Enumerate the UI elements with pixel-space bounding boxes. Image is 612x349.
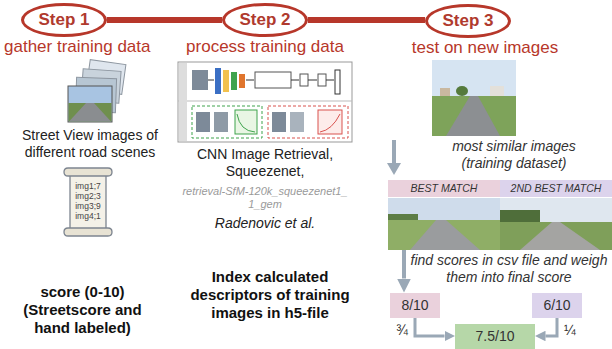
photo-house (440, 88, 450, 96)
node-text: 7.5/10 (476, 328, 515, 344)
photo-ground (69, 103, 112, 122)
node-text: BEST MATCH (411, 182, 478, 194)
conv-layer (239, 74, 245, 88)
loss-plot (235, 110, 257, 134)
descriptor-bar (335, 70, 340, 94)
scroll-roll (64, 228, 112, 236)
text-group: 6/10 (543, 297, 570, 313)
connector (402, 250, 406, 279)
text-label: most similar images (training dataset) (425, 138, 603, 172)
text-label: process training data (178, 37, 352, 57)
cnn-figure (178, 62, 352, 142)
figure-frame (178, 62, 352, 142)
step-circle: Step 3 (425, 4, 511, 38)
node-text: 2ND BEST MATCH (511, 182, 602, 194)
figure-arrow (208, 80, 214, 81)
pooling-box (255, 72, 291, 88)
text-label: gather training data (4, 37, 174, 57)
node-text: img1;7 img2;3 img3;9 img4;1 (70, 182, 106, 221)
figure-side (179, 102, 187, 141)
input-image (192, 70, 208, 90)
loss-plot (318, 110, 342, 134)
arrow-head (387, 163, 401, 175)
step-circle: Step 1 (21, 3, 107, 37)
pair-image (196, 112, 210, 132)
score-box: 6/10 (532, 293, 582, 318)
text-label: retrieval-SfM-120k_squeezenet1_1_gem (180, 185, 350, 211)
photo-ground (432, 96, 516, 136)
text-label: Street View images of different road sce… (5, 127, 175, 161)
street-view-stack (68, 60, 126, 122)
text-group: Step 2 (239, 10, 290, 30)
negative-pair (268, 106, 348, 138)
text-label: CNN Image Retrieval, Squeezenet, (170, 146, 360, 180)
figure-arrow (308, 80, 317, 81)
text-label: Radenovic et al. (170, 215, 360, 232)
figure-arrow (291, 80, 299, 81)
norm-box (300, 74, 308, 86)
figure-arrow (326, 80, 334, 81)
match-panel: BEST MATCH (388, 180, 500, 250)
text-label: score (0-10) (Streetscore and hand label… (5, 283, 160, 337)
down-arrow (387, 140, 401, 175)
edge-label: ¾ (394, 322, 410, 339)
scroll-note: img1;7 img2;3 img3;9 img4;1 (62, 166, 114, 238)
photo-road (446, 96, 500, 136)
text-label: find scores in csv file and weigh them i… (408, 252, 610, 286)
query-photo (432, 60, 516, 136)
connector (546, 318, 558, 337)
node-text: Step 3 (442, 11, 493, 31)
arrow-line (392, 140, 396, 164)
text-label: Index calculated descriptors of training… (170, 268, 370, 322)
edge-label: ¼ (562, 322, 578, 339)
connector (308, 17, 425, 23)
conv-layer (223, 70, 229, 92)
figure-side (179, 63, 187, 100)
final-score-box: 7.5/10 (455, 324, 535, 349)
figure-divider (178, 101, 352, 102)
photo-sky (432, 60, 516, 136)
conv-layer (231, 72, 237, 90)
step-circle: Step 2 (222, 3, 308, 37)
loss-curve (320, 114, 340, 132)
scroll-paper (70, 172, 106, 231)
scroll-roll (64, 168, 112, 176)
node-text: Step 2 (239, 10, 290, 30)
connector (107, 17, 222, 23)
figure-arrow (246, 80, 254, 81)
text-group: 8/10 (401, 297, 428, 313)
photo-road (69, 103, 111, 122)
text-group: Step 1 (38, 10, 89, 30)
connector (415, 318, 445, 337)
text-group: 2ND BEST MATCH (511, 182, 602, 194)
text-group: img1;7 img2;3 img3;9 img4;1 (70, 182, 106, 221)
pair-image (272, 112, 286, 132)
conv-layer (215, 68, 221, 94)
text-group: Step 3 (442, 11, 493, 31)
pair-image (290, 112, 304, 132)
node-text: 6/10 (543, 297, 570, 313)
match-panel: 2ND BEST MATCH (500, 180, 612, 250)
pair-image (214, 112, 228, 132)
text-group: 7.5/10 (476, 328, 515, 344)
loss-curve (237, 114, 255, 132)
node-text: 8/10 (401, 297, 428, 313)
photo-tree (456, 86, 468, 96)
norm-box (318, 74, 326, 86)
score-box: 8/10 (390, 293, 440, 318)
text-label: test on new images (400, 38, 570, 58)
photo-sky (68, 86, 112, 122)
node-text: Step 1 (38, 10, 89, 30)
text-group: BEST MATCH (411, 182, 478, 194)
photo-house (490, 86, 504, 96)
positive-pair (192, 106, 262, 138)
